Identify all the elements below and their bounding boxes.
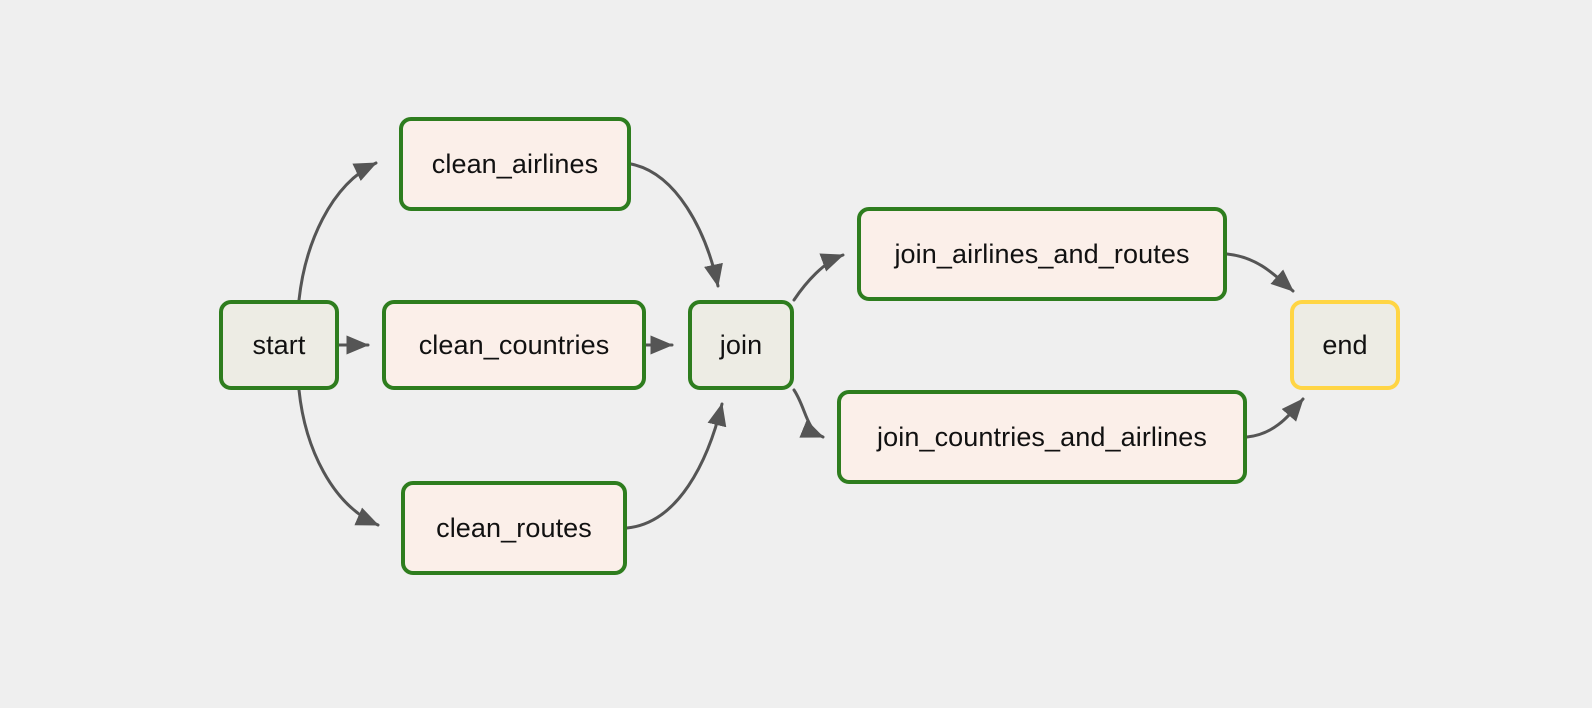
node-label-clean_routes: clean_routes bbox=[436, 512, 592, 543]
edge-start-to-clean_airlines bbox=[297, 161, 378, 302]
edge-start-to-clean_routes bbox=[297, 388, 380, 527]
edge-join_countries_and_airlines-to-end bbox=[1245, 397, 1305, 439]
edge-join-to-join_countries_and_airlines bbox=[792, 388, 825, 439]
node-end[interactable]: end bbox=[1290, 300, 1400, 390]
node-label-clean_countries: clean_countries bbox=[418, 329, 610, 360]
node-join_airlines_and_routes[interactable]: join_airlines_and_routes bbox=[857, 207, 1227, 301]
node-label-join_airlines_and_routes: join_airlines_and_routes bbox=[894, 238, 1190, 269]
node-clean_routes[interactable]: clean_routes bbox=[401, 481, 627, 575]
node-start[interactable]: start bbox=[219, 300, 339, 390]
node-join_countries_and_airlines[interactable]: join_countries_and_airlines bbox=[837, 390, 1247, 484]
node-label-end: end bbox=[1322, 329, 1368, 360]
node-label-join: join bbox=[719, 329, 763, 360]
node-clean_countries[interactable]: clean_countries bbox=[382, 300, 646, 390]
node-join[interactable]: join bbox=[688, 300, 794, 390]
node-label-clean_airlines: clean_airlines bbox=[431, 148, 599, 179]
edge-join_airlines_and_routes-to-end bbox=[1225, 252, 1295, 293]
edge-clean_routes-to-join bbox=[625, 402, 727, 530]
node-label-start: start bbox=[252, 329, 306, 360]
edge-join-to-join_airlines_and_routes bbox=[792, 253, 845, 302]
edge-clean_airlines-to-join bbox=[629, 162, 723, 288]
node-label-join_countries_and_airlines: join_countries_and_airlines bbox=[877, 421, 1207, 452]
node-clean_airlines[interactable]: clean_airlines bbox=[399, 117, 631, 211]
